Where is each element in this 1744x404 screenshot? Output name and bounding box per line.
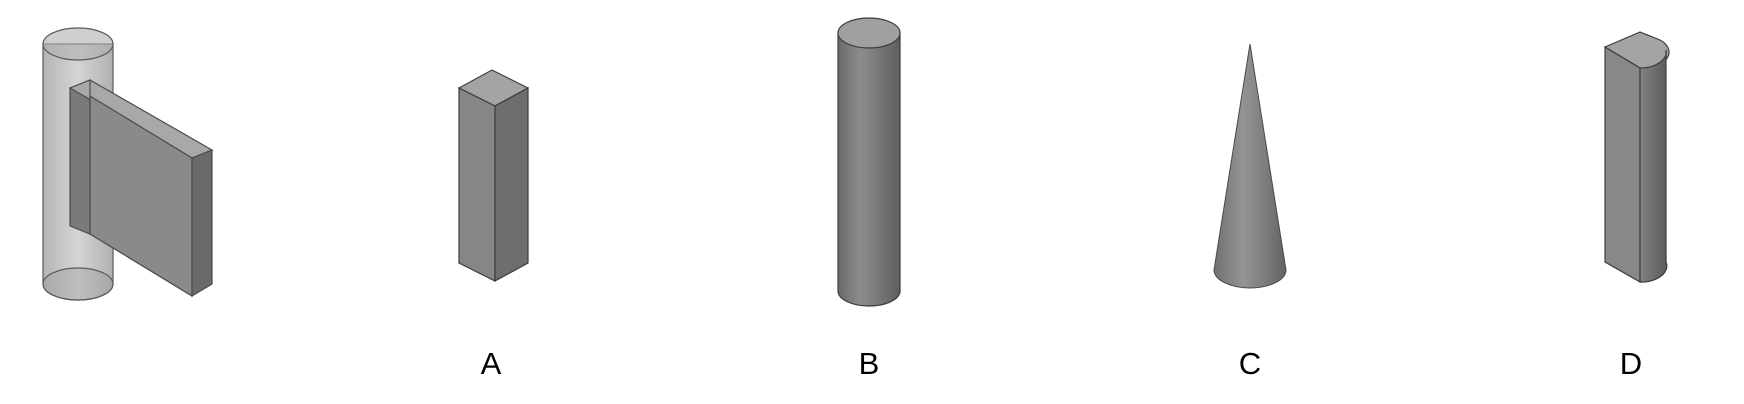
- option-d-flat-face: [1604, 45, 1641, 284]
- option-d-solid[interactable]: [1603, 31, 1670, 284]
- reference-slab-edge: [191, 149, 213, 298]
- reference-cylinder-bottom: [42, 267, 114, 301]
- option-c-label[interactable]: C: [1239, 346, 1261, 381]
- option-b-body: [837, 32, 901, 307]
- option-d-curved-face: [1639, 49, 1668, 283]
- option-a-label[interactable]: A: [481, 346, 502, 381]
- option-c-body: [1213, 43, 1287, 289]
- option-c-solid[interactable]: [1213, 43, 1287, 289]
- option-a-solid[interactable]: [457, 69, 530, 283]
- option-a-left-face: [458, 87, 496, 282]
- option-d-label[interactable]: D: [1620, 346, 1642, 381]
- option-b-top: [837, 17, 901, 49]
- option-a-right-face: [494, 86, 529, 283]
- reference-cylinder-top: [42, 27, 114, 61]
- reference-solid: [42, 27, 214, 301]
- reference-slab-side: [69, 79, 91, 235]
- option-b-solid[interactable]: [837, 17, 901, 307]
- option-b-label[interactable]: B: [859, 346, 880, 381]
